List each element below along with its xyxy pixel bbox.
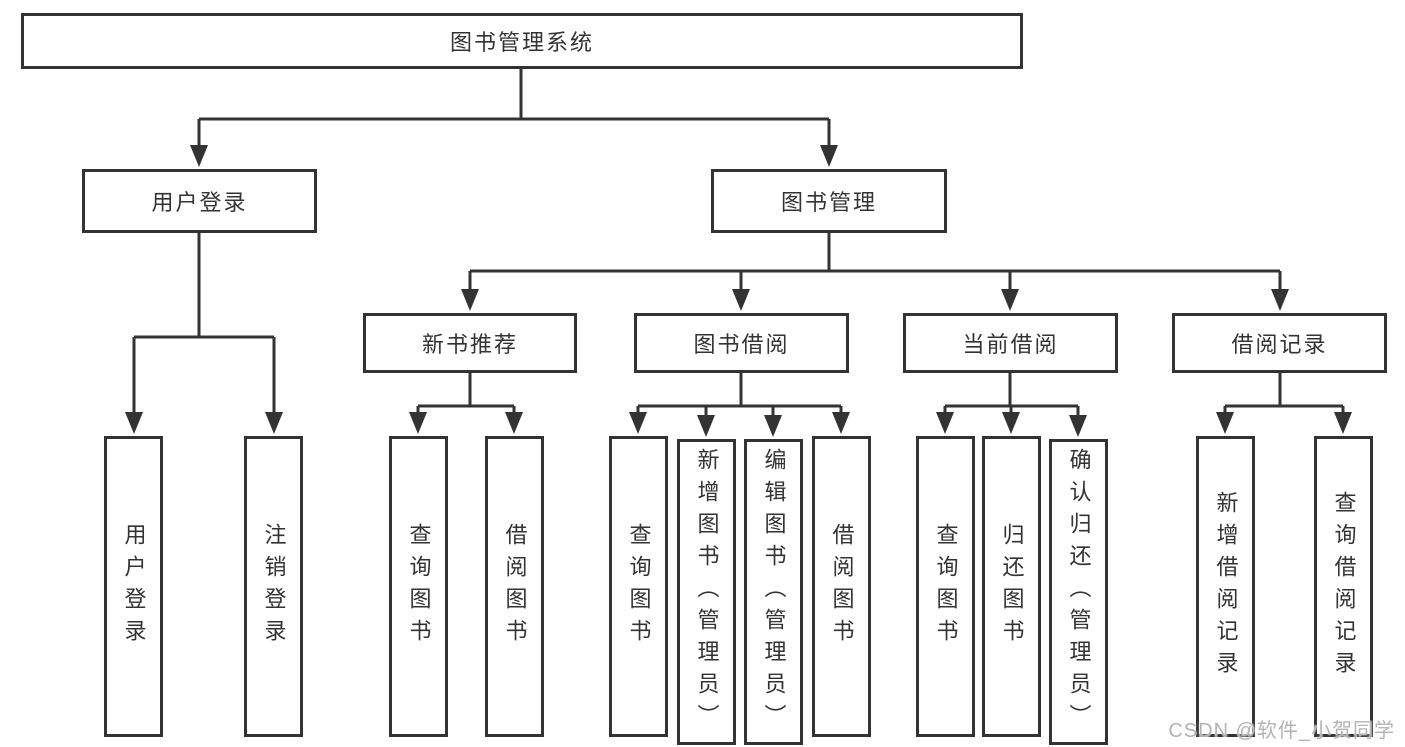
leaf-borrow-books-2: 借阅图书 (812, 436, 871, 737)
node-label: 归还图书 (999, 522, 1025, 651)
node-label: 新增图书（管理员） (694, 448, 720, 736)
arrowhead (409, 412, 427, 434)
arrowhead-icons (125, 145, 1352, 437)
node-label: 查询图书 (406, 522, 432, 651)
leaf-add-borrow-record: 新增借阅记录 (1196, 436, 1255, 737)
arrowhead (1002, 412, 1020, 434)
node-current-borrow: 当前借阅 (903, 313, 1118, 373)
arrowhead (1334, 412, 1352, 434)
node-label: 图书管理系统 (449, 30, 594, 55)
leaf-query-books-3: 查询图书 (916, 436, 975, 737)
node-label: 图书借阅 (693, 332, 790, 357)
arrowhead (505, 412, 523, 434)
node-root-system: 图书管理系统 (21, 13, 1023, 69)
node-label: 确认归还（管理员） (1066, 448, 1092, 736)
node-label: 新增借阅记录 (1213, 490, 1239, 683)
node-user-login: 用户登录 (82, 169, 317, 233)
node-label: 查询借阅记录 (1331, 490, 1357, 683)
node-book-borrow: 图书借阅 (634, 313, 849, 373)
node-label: 借阅记录 (1231, 332, 1328, 357)
node-label: 用户登录 (121, 522, 147, 651)
arrowhead (1271, 289, 1289, 311)
leaf-borrow-books-1: 借阅图书 (485, 436, 544, 737)
node-label: 新书推荐 (421, 332, 518, 357)
arrowhead (1001, 289, 1019, 311)
leaf-logout: 注销登录 (244, 436, 303, 737)
leaf-query-borrow-record: 查询借阅记录 (1314, 436, 1373, 737)
leaf-add-books-admin: 新增图书（管理员） (677, 439, 736, 745)
arrowhead (461, 289, 479, 311)
node-label: 借阅图书 (502, 522, 528, 651)
node-label: 图书管理 (780, 190, 877, 215)
watermark: CSDN @软件_小贺同学 (1168, 720, 1395, 742)
arrowhead (629, 412, 647, 434)
arrowhead (732, 289, 750, 311)
node-label: 查询图书 (933, 522, 959, 651)
arrowhead (832, 412, 850, 434)
node-new-book-recommend: 新书推荐 (363, 313, 577, 373)
node-label: 查询图书 (626, 522, 652, 651)
leaf-user-login: 用户登录 (104, 436, 163, 737)
node-label: 编辑图书（管理员） (761, 448, 787, 736)
leaf-query-books-1: 查询图书 (389, 436, 448, 737)
node-label: 借阅图书 (829, 522, 855, 651)
arrowhead (125, 412, 143, 434)
arrowhead (1069, 415, 1087, 437)
connector-path (132, 69, 1345, 421)
arrowhead (1216, 412, 1234, 434)
node-label: 用户登录 (151, 190, 248, 215)
node-label: 当前借阅 (962, 332, 1059, 357)
arrowhead (190, 145, 208, 167)
arrowhead (936, 412, 954, 434)
leaf-confirm-return-admin: 确认归还（管理员） (1049, 439, 1108, 745)
node-label: 注销登录 (261, 522, 287, 651)
arrowhead (265, 412, 283, 434)
leaf-return-books: 归还图书 (982, 436, 1041, 737)
arrowhead (697, 415, 715, 437)
leaf-query-books-2: 查询图书 (609, 436, 668, 737)
node-book-management: 图书管理 (711, 169, 947, 233)
arrowhead (820, 145, 838, 167)
arrowhead (764, 415, 782, 437)
node-borrow-records: 借阅记录 (1172, 313, 1387, 373)
leaf-edit-books-admin: 编辑图书（管理员） (744, 439, 803, 745)
